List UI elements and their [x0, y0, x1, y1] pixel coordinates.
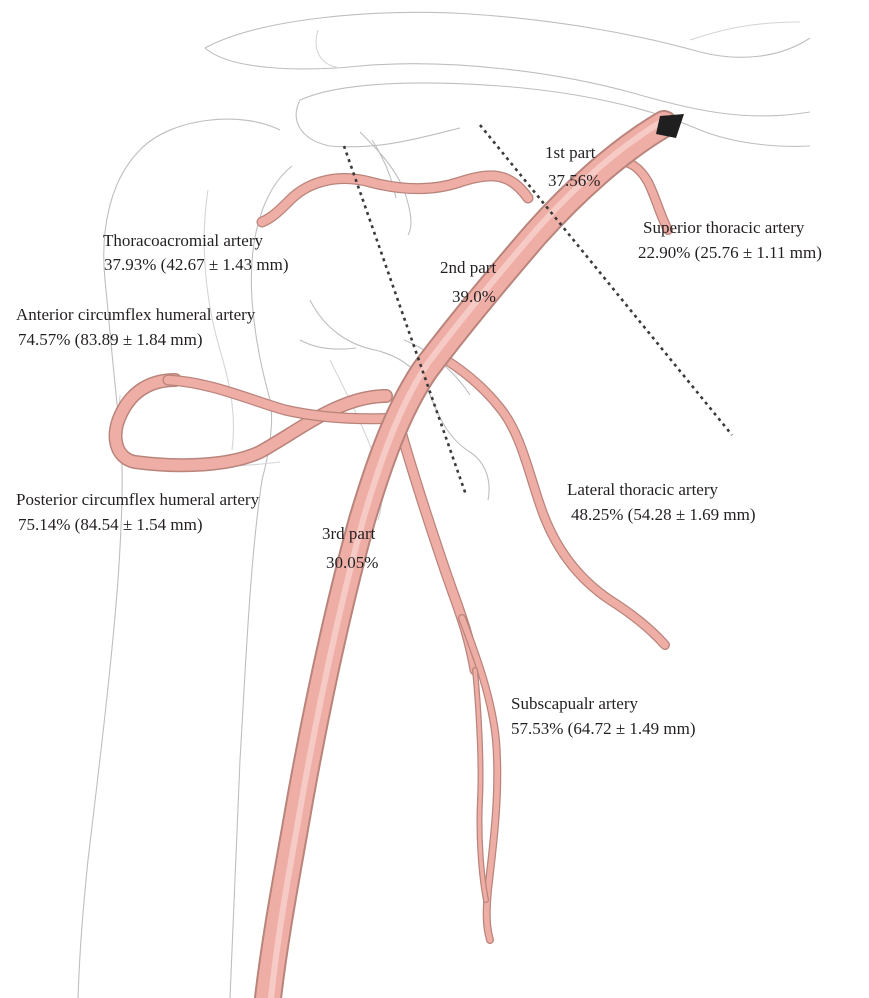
- clavicle-inner-outline: [316, 22, 800, 68]
- subscapular-vessel: [400, 428, 497, 940]
- clavicle-outline: [205, 12, 810, 116]
- thoracoacromial-vessel: [262, 176, 528, 222]
- lateral-thoracic-vessel: [438, 355, 665, 645]
- thoracoacromial-label: Thoracoacromial artery: [103, 231, 263, 250]
- second-part-value: 39.0%: [452, 287, 496, 306]
- lateral-thoracic-value: 48.25% (54.28 ± 1.69 mm): [571, 505, 756, 524]
- first-part-label: 1st part: [545, 143, 596, 162]
- third-part-value: 30.05%: [326, 553, 378, 572]
- anterior-circumflex-value: 74.57% (83.89 ± 1.84 mm): [18, 330, 203, 349]
- lateral-thoracic-label: Lateral thoracic artery: [567, 480, 719, 499]
- anterior-circumflex-label: Anterior circumflex humeral artery: [16, 305, 256, 324]
- humeral-head-outline: [78, 119, 280, 998]
- posterior-circumflex-label: Posterior circumflex humeral artery: [16, 490, 260, 509]
- second-part-label: 2nd part: [440, 258, 496, 277]
- posterior-circumflex-value: 75.14% (84.54 ± 1.54 mm): [18, 515, 203, 534]
- third-part-label: 3rd part: [322, 524, 376, 543]
- subscapular-label: Subscapualr artery: [511, 694, 638, 713]
- first-part-value: 37.56%: [548, 171, 600, 190]
- thoracoacromial-value: 37.93% (42.67 ± 1.43 mm): [104, 255, 289, 274]
- subscapular-value: 57.53% (64.72 ± 1.49 mm): [511, 719, 696, 738]
- labels: 1st part 37.56% Superior thoracic artery…: [16, 143, 822, 738]
- superior-thoracic-value: 22.90% (25.76 ± 1.11 mm): [638, 243, 822, 262]
- vessel-cut-end: [656, 114, 684, 138]
- superior-thoracic-label: Superior thoracic artery: [643, 218, 805, 237]
